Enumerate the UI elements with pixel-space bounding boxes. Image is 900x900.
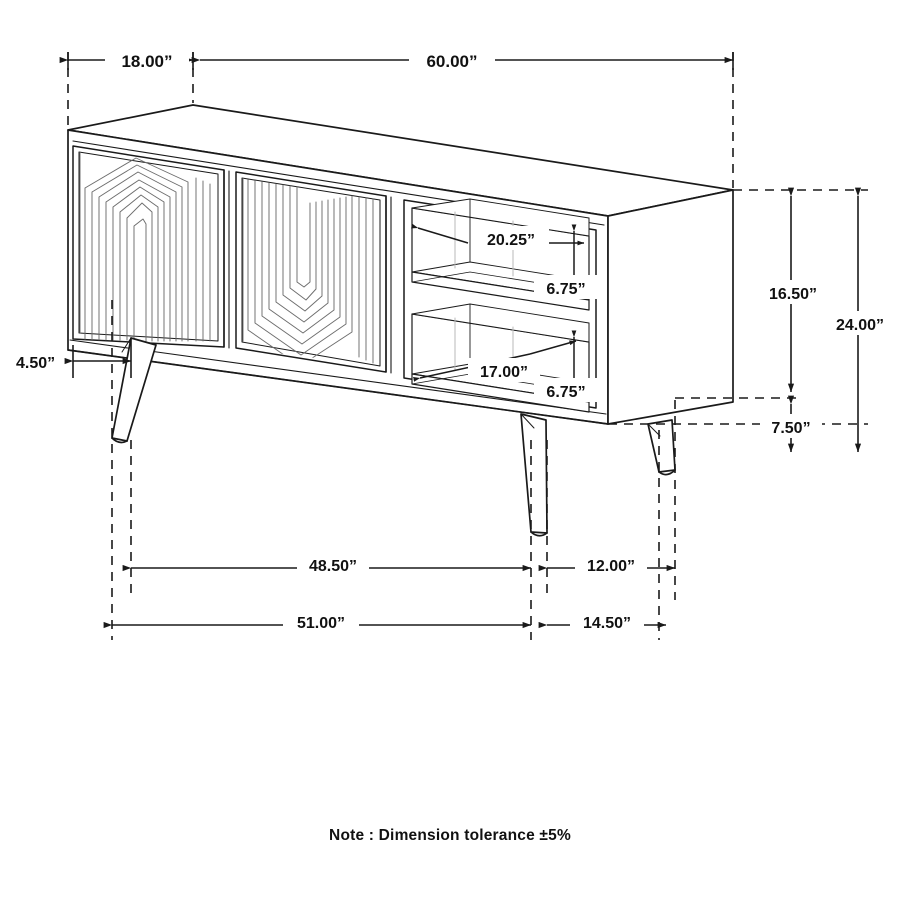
dimension-label-24-00: 24.00” [836, 317, 884, 334]
dimension-label-6-75-upper: 6.75” [546, 281, 585, 298]
dimension-label-6-75-lower: 6.75” [546, 384, 585, 401]
dimension-label-20-25: 20.25” [487, 232, 535, 249]
extension-lines-right [608, 189, 868, 425]
dimension-label-7-50: 7.50” [771, 420, 810, 437]
dimension-label-17-00: 17.00” [480, 364, 528, 381]
dimension-label-48-50: 48.50” [309, 558, 357, 575]
dimension-label-18: 18.00” [121, 52, 172, 71]
door-panel-left [72, 145, 230, 349]
cabinet-right-side-face [607, 189, 734, 425]
dimension-label-51-00: 51.00” [297, 615, 345, 632]
dimension-label-12-00: 12.00” [587, 558, 635, 575]
legs [111, 337, 676, 537]
tolerance-note: Note : Dimension tolerance ±5% [329, 827, 571, 844]
dimension-label-60: 60.00” [426, 52, 477, 71]
dimension-label-14-50: 14.50” [583, 615, 631, 632]
dimension-label-16-50: 16.50” [769, 286, 817, 303]
door-panel-right [235, 171, 392, 374]
dimension-label-4-50: 4.50” [16, 355, 55, 372]
